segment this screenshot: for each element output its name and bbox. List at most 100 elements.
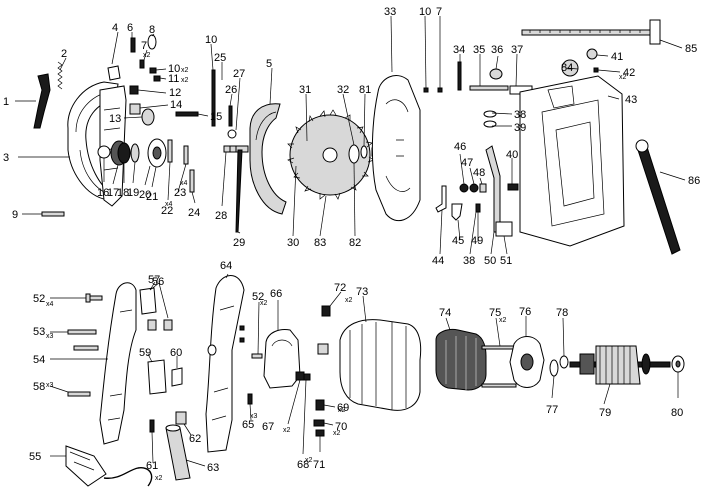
part-12-clip [129, 85, 139, 95]
callout-p67: 67 [262, 421, 274, 433]
callout-p38b: 38 [463, 255, 475, 267]
part-16-washer [97, 145, 111, 159]
callout-p26: 26 [225, 84, 237, 96]
part-64-handle-right-hole [207, 344, 217, 356]
part-54-handle-left [99, 282, 137, 445]
part-15-screw [175, 111, 199, 117]
quantity-q58: x3 [46, 382, 54, 389]
part-39-washer [483, 120, 497, 128]
callout-p44: 44 [432, 255, 444, 267]
part-49-pin [475, 203, 481, 213]
part-72-brush-b [317, 343, 329, 355]
part-63-aux-handle [165, 427, 191, 481]
part-42-screw [593, 67, 599, 73]
part-4-knob [107, 65, 121, 81]
callout-p69: 69 [337, 402, 349, 414]
callout-p15: 15 [210, 111, 222, 123]
part-21-flange-hub [152, 146, 162, 160]
callout-p40: 40 [506, 149, 518, 161]
part-hole-plug-a [239, 325, 245, 331]
callout-p39: 39 [514, 122, 526, 134]
part-upper-guard-ribs [103, 107, 121, 171]
callout-p78: 78 [556, 307, 568, 319]
quantity-q65: x3 [250, 413, 258, 420]
part-77-bearing [549, 359, 559, 377]
callout-p50: 50 [484, 255, 496, 267]
part-52-screw-b [251, 353, 263, 359]
part-38-washer [483, 110, 497, 118]
part-58-screws [67, 391, 91, 397]
part-34-pin [457, 61, 462, 91]
callout-p25: 25 [214, 52, 226, 64]
part-40-screw [507, 183, 519, 191]
callout-p72: 72 [334, 282, 346, 294]
part-59-switch [147, 359, 167, 395]
part-82-flange [348, 144, 360, 164]
callout-p37: 37 [511, 44, 523, 56]
part-69-spring [315, 399, 325, 411]
part-26-pin [228, 105, 233, 127]
part-41-nut [586, 48, 598, 60]
callout-p4: 4 [112, 22, 118, 34]
callout-p28: 28 [215, 210, 227, 222]
part-52-screw [85, 293, 103, 303]
callout-p55: 55 [29, 451, 41, 463]
part-75-screw-a [481, 345, 517, 350]
callout-p60: 60 [170, 347, 182, 359]
callout-p83: 83 [314, 237, 326, 249]
part-33-side-housing-detail [385, 99, 411, 192]
part-5-guard-plate [249, 103, 287, 215]
callout-p71: 71 [313, 459, 325, 471]
part-66-end-cap-detail [271, 339, 293, 347]
part-22-screw [167, 139, 173, 163]
quantity-q67: x2 [283, 427, 291, 434]
part-61-screw [149, 419, 155, 433]
part-29-rod [235, 149, 243, 233]
part-5-guard-plate-edge [255, 111, 277, 141]
quantity-q11: x2 [181, 77, 189, 84]
callout-p30: 30 [287, 237, 299, 249]
callout-p10a: 10 [168, 63, 180, 75]
part-11-nut-b [153, 75, 161, 82]
callout-p24: 24 [188, 207, 200, 219]
callout-p2: 2 [61, 48, 67, 60]
callout-p27: 27 [233, 68, 245, 80]
quantity-q70: x2 [333, 430, 341, 437]
callout-p8: 8 [149, 24, 155, 36]
callout-p6: 6 [127, 22, 133, 34]
callout-p63: 63 [207, 462, 219, 474]
part-70-clip [313, 419, 325, 427]
callout-p56: 56 [152, 276, 164, 288]
callout-p1: 1 [3, 96, 9, 108]
part-55-power-cord [65, 445, 153, 487]
callout-p41: 41 [611, 51, 623, 63]
part-drawings [33, 19, 685, 487]
callout-p38a: 38 [514, 109, 526, 121]
part-43-base-plate [519, 75, 625, 247]
part-14-bushing [129, 103, 141, 115]
callout-p82: 82 [349, 237, 361, 249]
part-1-lever [33, 73, 51, 129]
part-51-bracket [495, 221, 513, 237]
callout-p81: 81 [359, 84, 371, 96]
callout-p42: 42 [623, 67, 635, 79]
callout-p68: 68 [297, 459, 309, 471]
callout-p5: 5 [266, 58, 272, 70]
quantity-q53: x3 [46, 333, 54, 340]
callout-p10c: 10 [419, 6, 431, 18]
part-23-screw [183, 145, 189, 165]
callout-p84: 84 [561, 62, 573, 74]
callout-p34: 34 [453, 44, 465, 56]
part-44-lever [435, 185, 447, 213]
part-33-side-housing [371, 75, 421, 222]
callout-p14: 14 [170, 99, 182, 111]
callout-p52b: 52 [252, 291, 264, 303]
quantity-q69: x2 [338, 407, 346, 414]
part-45-clamp [451, 203, 463, 221]
callout-p31: 31 [299, 84, 311, 96]
part-10-screw-right [423, 87, 429, 93]
part-72-brush [321, 305, 331, 317]
